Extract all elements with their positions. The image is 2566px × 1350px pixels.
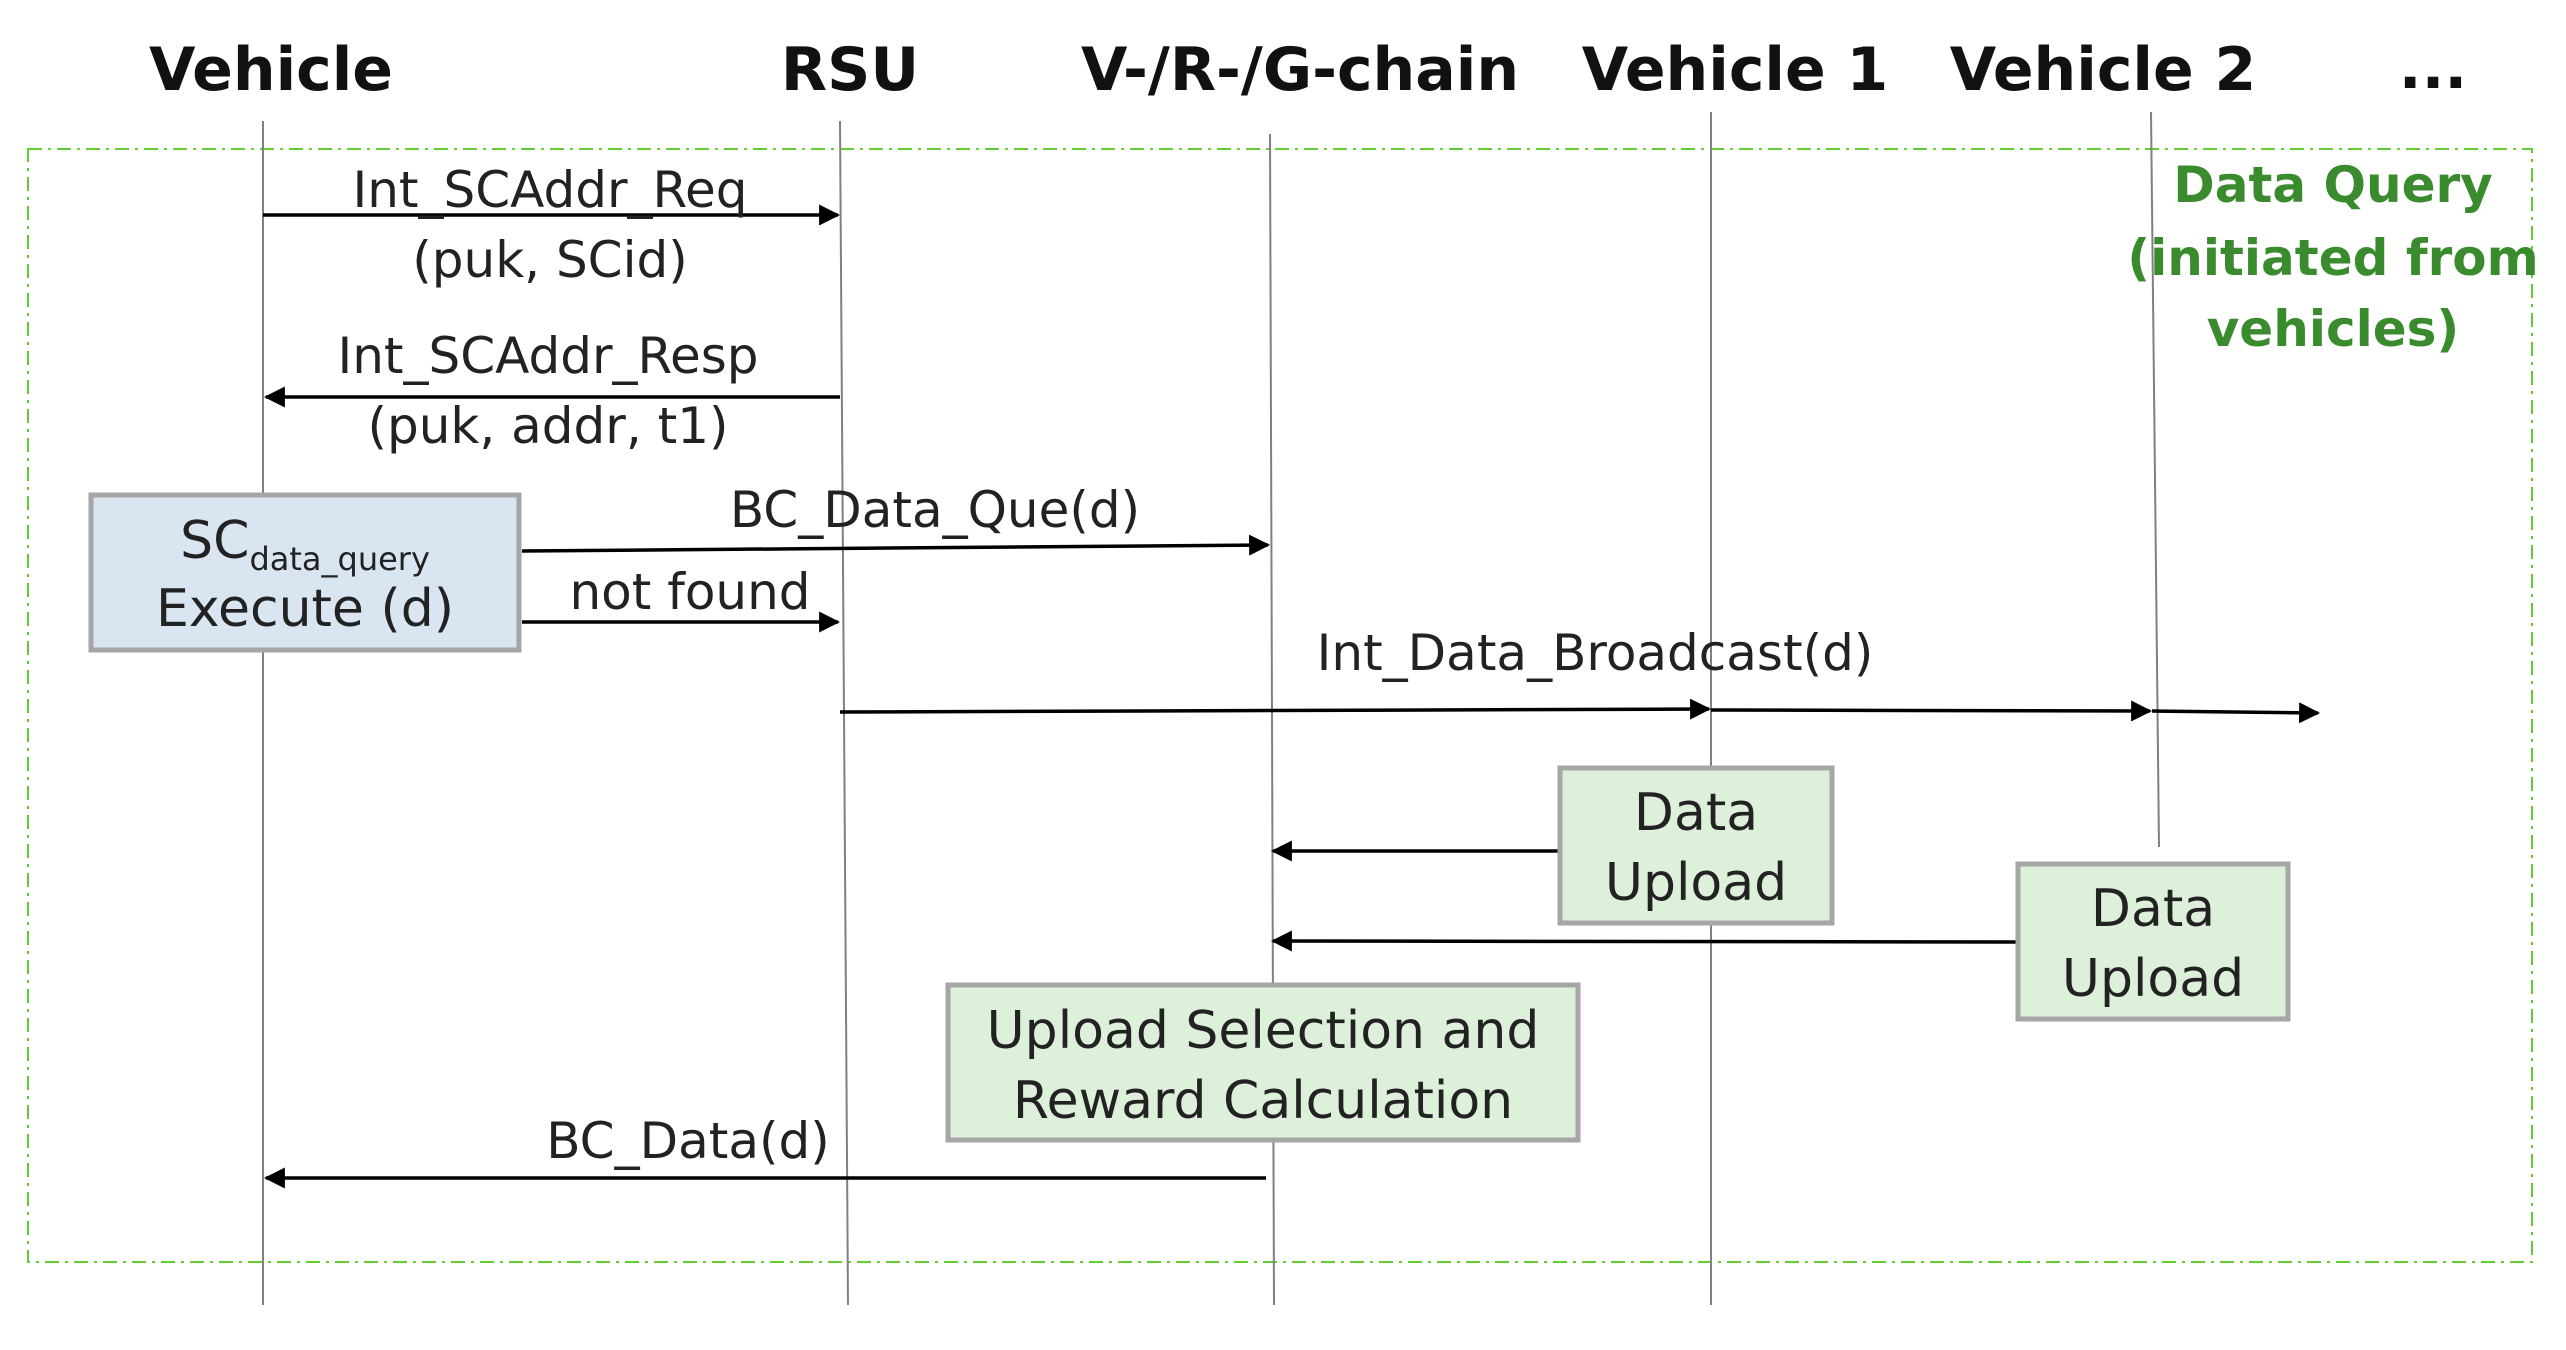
sc-execute-box: SCdata_query Execute (d) [88, 492, 522, 653]
upload-vehicle-2: Data Upload [1270, 861, 2291, 1022]
message-int-scaddr-req: Int_SCAddr_Req (puk, SCid) [263, 161, 841, 289]
label-int-scaddr-req: Int_SCAddr_Req [352, 161, 747, 219]
label-bc-data: BC_Data(d) [546, 1112, 829, 1170]
selection-line1: Upload Selection and [987, 1001, 1540, 1061]
sublabel-int-scaddr-req: (puk, SCid) [412, 231, 687, 289]
arrow-broadcast-to-more [2151, 702, 2321, 724]
selection-line2: Reward Calculation [1013, 1071, 1513, 1131]
interaction-frame [27, 148, 2533, 1263]
data-upload-v2-line1: Data [2091, 879, 2215, 939]
message-int-data-broadcast: Int_Data_Broadcast(d) [839, 624, 2321, 724]
frame-label-line-2: (initiated from [2127, 229, 2538, 287]
participant-vehicle: Vehicle [149, 35, 393, 105]
label-not-found: not found [569, 563, 810, 621]
frame-label-line-3: vehicles) [2207, 300, 2460, 358]
selection-box: Upload Selection and Reward Calculation [945, 982, 1581, 1143]
arrow-broadcast-to-vehicle-2 [1710, 700, 2153, 722]
message-bc-data: BC_Data(d) [263, 1112, 1266, 1189]
sc-execute-line2: Execute (d) [156, 579, 454, 639]
data-upload-v2-line2: Upload [2062, 949, 2244, 1009]
message-not-found: not found [522, 563, 841, 633]
label-bc-data-que: BC_Data_Que(d) [730, 481, 1140, 539]
upload-vehicle-1: Data Upload [1270, 765, 1835, 926]
data-upload-box-vehicle-2 [2015, 861, 2291, 1022]
participant-more: ... [2399, 33, 2467, 103]
participant-rsu: RSU [781, 35, 919, 105]
sublabel-int-scaddr-resp: (puk, addr, t1) [367, 397, 728, 455]
selection-box-rect [945, 982, 1581, 1143]
data-upload-v1-line2: Upload [1605, 853, 1787, 913]
label-int-data-broadcast: Int_Data_Broadcast(d) [1317, 624, 1874, 682]
sc-execute-box-rect [88, 492, 522, 653]
lifeline-vehicle-2 [2150, 111, 2160, 848]
sc-subscript: data_query [249, 540, 429, 578]
sc-execute-title: SCdata_query [180, 511, 430, 578]
arrow-bc-data-que [521, 534, 1271, 556]
frame-label-line-1: Data Query [2173, 156, 2493, 214]
frame-label: Data Query (initiated from vehicles) [2127, 156, 2538, 358]
participant-vehicle-1: Vehicle 1 [1582, 35, 1889, 105]
data-upload-v1-line1: Data [1634, 783, 1758, 843]
arrow-upload-vehicle-2 [1270, 930, 2019, 952]
sc-main: SC [180, 511, 249, 571]
label-int-scaddr-resp: Int_SCAddr_Resp [337, 327, 758, 385]
message-int-scaddr-resp: Int_SCAddr_Resp (puk, addr, t1) [263, 327, 840, 455]
participant-chain: V-/R-/G-chain [1081, 35, 1519, 105]
arrow-broadcast-to-vehicle-1 [839, 698, 1712, 720]
data-upload-box-vehicle-1 [1557, 765, 1835, 926]
message-bc-data-que: BC_Data_Que(d) [521, 481, 1271, 556]
participant-vehicle-2: Vehicle 2 [1950, 35, 2257, 105]
